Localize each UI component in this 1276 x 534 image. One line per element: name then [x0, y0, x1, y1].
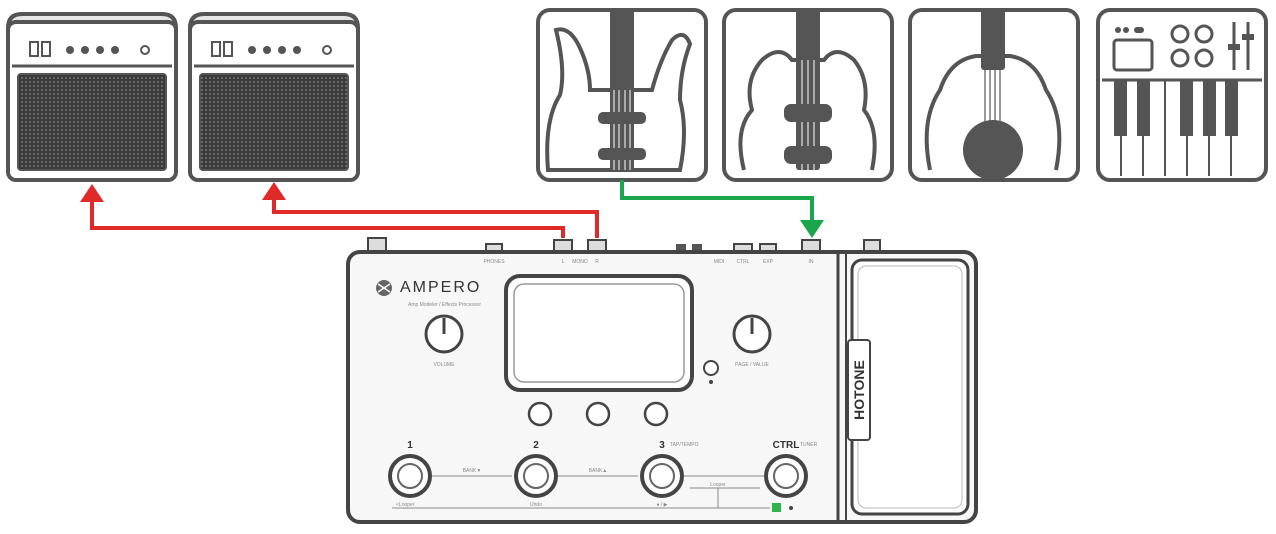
electric-guitar-icon [536, 8, 708, 182]
jack-label-midi: MIDI [714, 259, 725, 265]
jack-label-l: L [562, 259, 565, 265]
amp-left-icon [6, 12, 178, 182]
tap-tempo-label: TAP/TEMPO [670, 442, 699, 448]
jack-label-mono: MONO [572, 259, 588, 265]
bank-down-label: BANK▼ [463, 468, 482, 474]
bottom-right-label: ● / ▶ [656, 502, 667, 508]
jack-label-phones: PHONES [483, 259, 505, 265]
output-cable-left [80, 184, 565, 238]
ampero-device [346, 237, 978, 524]
jack-label-exp: EXP [763, 259, 774, 265]
status-led [772, 503, 781, 512]
output-cable-right [262, 182, 599, 238]
bass-guitar-icon [722, 8, 894, 182]
footswitch-3-label: 3 [659, 440, 665, 451]
footswitch-2-label: 2 [533, 440, 539, 451]
bottom-mid-label: Undo [530, 502, 542, 508]
knob-right-label: PAGE / VALUE [735, 362, 769, 368]
knob-left-label: VOLUME [433, 362, 455, 368]
acoustic-guitar-icon [908, 8, 1080, 182]
jack-label-in: IN [809, 259, 814, 265]
input-cable [620, 180, 824, 238]
keyboard-synth-icon [1096, 8, 1268, 182]
tuner-label: TUNER [800, 442, 818, 448]
vendor-logo: HOTONE [851, 360, 867, 420]
brand-logo: AMPERO [400, 279, 481, 296]
looper-label: Looper [710, 482, 726, 488]
amp-right-icon [188, 12, 360, 182]
jack-label-ctrl: CTRL [736, 259, 749, 265]
bottom-left-label: <Looper [396, 502, 415, 508]
jack-label-r: R [595, 259, 599, 265]
device-subtitle: Amp Modeler / Effects Processor [408, 302, 481, 308]
bank-up-label: BANK▲ [589, 468, 608, 474]
footswitch-1-label: 1 [407, 440, 413, 451]
footswitch-ctrl-label: CTRL [773, 440, 800, 451]
